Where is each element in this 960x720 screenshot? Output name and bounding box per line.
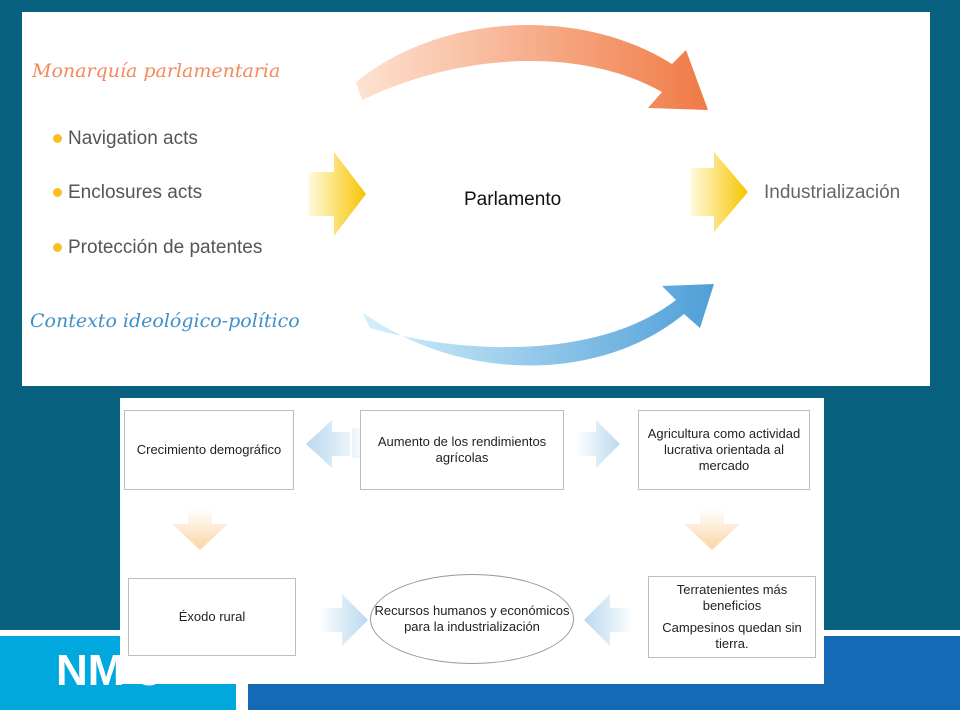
arrow-right-bottom	[318, 594, 368, 646]
monarchy-label: Monarquía parlamentaria	[32, 60, 281, 82]
list-item-navigation: Navigation acts	[53, 128, 198, 150]
bottom-diagram-panel: Crecimiento demográfico Aumento de los r…	[120, 398, 824, 684]
bullet-icon	[53, 243, 62, 253]
box-aumento: Aumento de los rendimientos agrícolas	[360, 410, 564, 490]
top-diagram-arrows	[308, 24, 748, 366]
bullet-icon	[53, 188, 62, 198]
orange-curved-arrow	[356, 24, 708, 110]
list-item-enclosures: Enclosures acts	[53, 182, 202, 204]
right-label: Industrialización	[764, 182, 901, 203]
arrow-right-top	[576, 420, 620, 468]
yellow-chevron-left	[308, 152, 366, 236]
top-diagram-panel: Monarquía parlamentaria Contexto ideológ…	[22, 12, 930, 386]
arrow-left-bottom	[584, 594, 634, 646]
box-terratenientes: Terratenientes más beneficios Campesinos…	[648, 576, 816, 658]
context-label: Contexto ideológico-político	[30, 310, 300, 332]
box-agricultura: Agricultura como actividad lucrativa ori…	[638, 410, 810, 490]
blue-curved-arrow	[362, 284, 714, 366]
box-crecimiento: Crecimiento demográfico	[124, 410, 294, 490]
yellow-chevron-right	[690, 152, 748, 232]
bullet-icon	[53, 134, 62, 144]
arrow-left-top	[306, 420, 370, 468]
list-item-patentes: Protección de patentes	[53, 237, 262, 259]
ellipse-recursos: Recursos humanos y económicos para la in…	[370, 574, 574, 664]
box-exodo: Éxodo rural	[128, 578, 296, 656]
bottom-diagram-arrows	[172, 420, 740, 646]
arrow-down-left	[172, 508, 228, 550]
center-label: Parlamento	[464, 189, 562, 210]
arrow-down-right	[684, 508, 740, 550]
